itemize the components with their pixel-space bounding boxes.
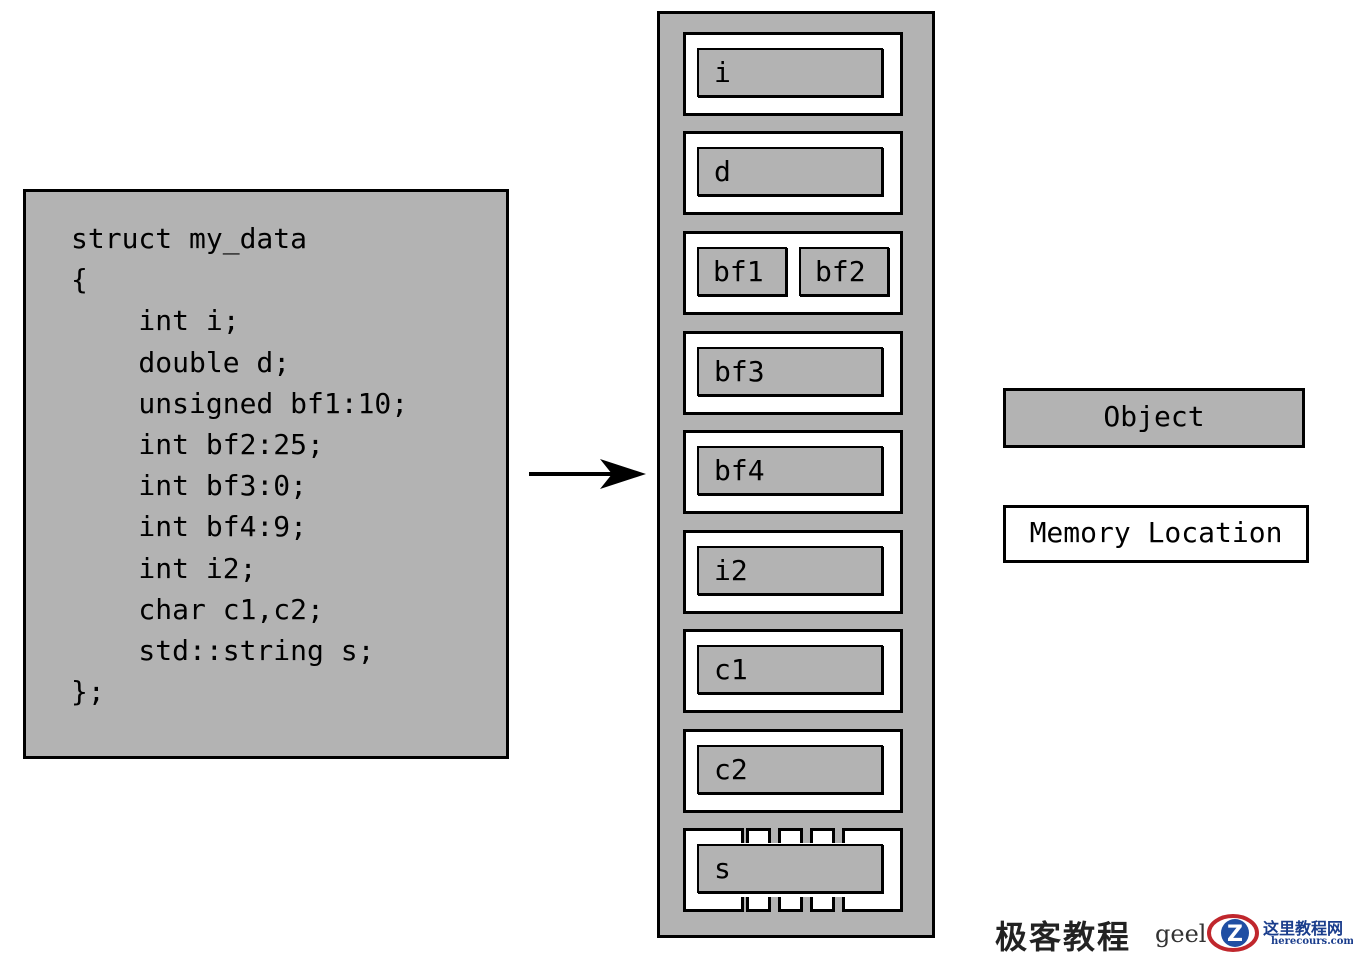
object-c1: c1 [697, 645, 883, 694]
memory-location-c1: c1 [683, 629, 903, 713]
watermark-site-cn: 这里教程网 [1263, 919, 1344, 938]
memory-location-d: d [683, 131, 903, 215]
code-line: double d; [71, 345, 291, 379]
object-i: i [697, 48, 883, 97]
code-line: unsigned bf1:10; [71, 386, 409, 420]
struct-code: struct my_data { int i; double d; unsigne… [71, 218, 408, 712]
watermark-site-url: herecours.com [1271, 936, 1353, 947]
watermark-cn-text: 极客教程 [995, 918, 1132, 956]
object-i2: i2 [697, 546, 883, 595]
logo-letter: Z [1227, 922, 1243, 947]
legend-object: Object [1003, 388, 1305, 448]
memory-location-bf1-bf2: bf1 bf2 [683, 231, 903, 315]
memory-location-bf4: bf4 [683, 430, 903, 514]
object-s: s [697, 844, 883, 893]
object-bf1: bf1 [697, 247, 787, 296]
code-line: int bf4:9; [71, 510, 308, 544]
site-logo-icon: Z [1207, 914, 1259, 952]
code-line: struct my_data [71, 222, 308, 255]
code-line: { [71, 263, 88, 297]
object-bf4: bf4 [697, 446, 883, 495]
memory-location-s: s [683, 828, 903, 912]
object-d: d [697, 147, 883, 196]
watermark-latin-text: geel [1155, 920, 1207, 948]
code-line: int bf3:0; [71, 469, 308, 503]
object-bf2: bf2 [799, 247, 889, 296]
object-c2: c2 [697, 745, 883, 794]
memory-location-i2: i2 [683, 530, 903, 614]
code-line: int bf2:25; [71, 428, 324, 462]
right-arrow-icon [529, 459, 646, 489]
watermark: 极客教程 geel Z 这里教程网 herecours.com [995, 912, 1353, 956]
legend-memory-location: Memory Location [1003, 505, 1309, 563]
code-line: int i2; [71, 551, 257, 585]
code-line: char c1,c2; [71, 592, 324, 626]
code-line: int i; [71, 304, 240, 338]
memory-location-bf3: bf3 [683, 331, 903, 415]
object-bf3: bf3 [697, 347, 883, 396]
memory-location-i: i [683, 32, 903, 116]
code-panel: struct my_data { int i; double d; unsigne… [23, 189, 509, 759]
code-line: }; [71, 675, 105, 709]
memory-location-c2: c2 [683, 729, 903, 813]
code-line: std::string s; [71, 634, 375, 668]
